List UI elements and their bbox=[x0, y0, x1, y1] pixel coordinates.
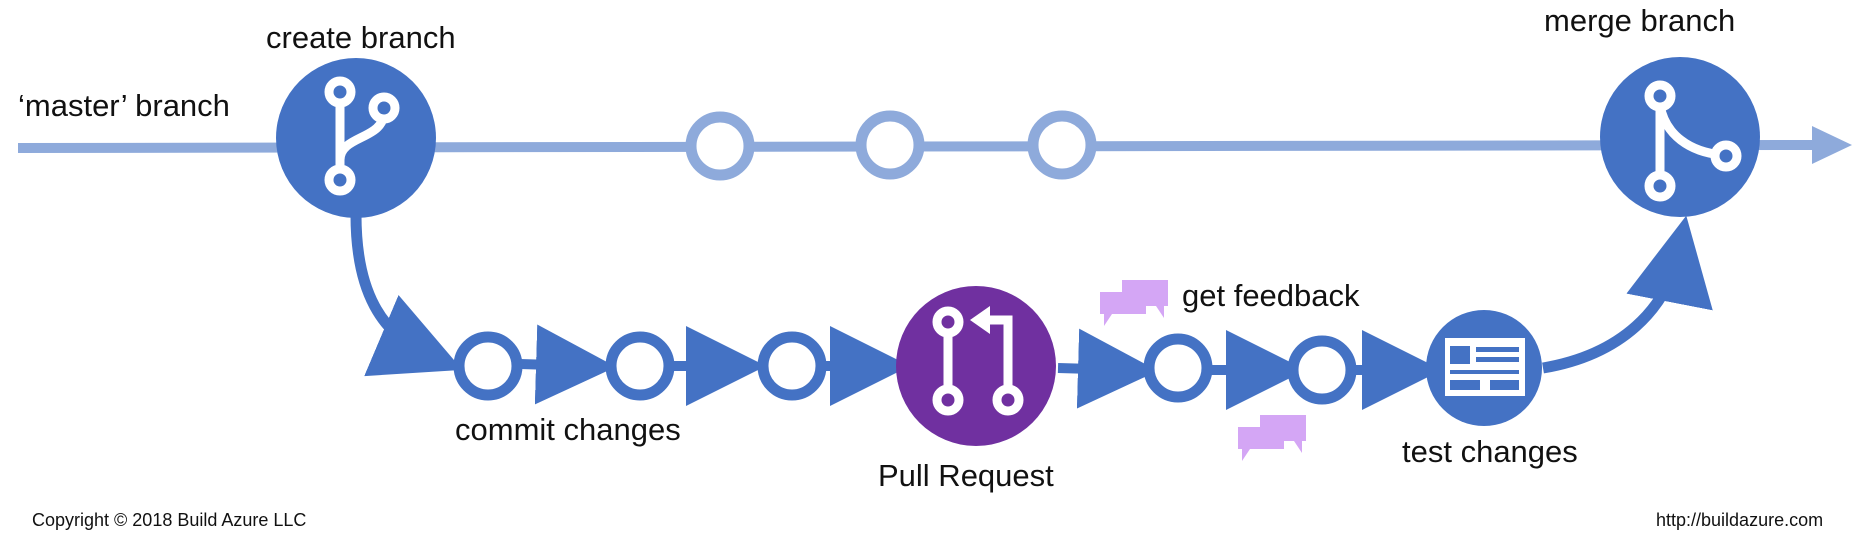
branch-off-connector bbox=[350, 214, 463, 377]
merge-branch-label: merge branch bbox=[1544, 3, 1736, 38]
feature-branch-connector bbox=[1057, 328, 1158, 409]
git-merge-icon bbox=[1644, 80, 1742, 202]
commit-changes-label: commit changes bbox=[455, 412, 681, 447]
pull-request-icon bbox=[932, 306, 1024, 416]
chat-bubbles-icon bbox=[1100, 280, 1168, 326]
feature-commit-node bbox=[757, 331, 827, 401]
master-commit-node bbox=[855, 110, 925, 180]
create-branch-label: create branch bbox=[266, 20, 456, 55]
chat-bubbles-icon bbox=[1238, 415, 1306, 461]
feature-commit-node bbox=[453, 331, 523, 401]
master-branch-label: ‘master’ branch bbox=[18, 88, 230, 123]
git-branch-icon bbox=[324, 76, 400, 196]
test-changes-node bbox=[1426, 310, 1542, 426]
test-changes-label: test changes bbox=[1402, 434, 1578, 469]
browser-window-icon bbox=[1445, 338, 1525, 396]
feature-commit-node bbox=[605, 331, 675, 401]
master-branch-arrowhead bbox=[1812, 126, 1852, 164]
pull-request-node bbox=[896, 286, 1056, 446]
copyright-text: Copyright © 2018 Build Azure LLC bbox=[32, 510, 307, 530]
site-url: http://buildazure.com bbox=[1656, 510, 1824, 530]
feature-commit-node bbox=[1143, 333, 1213, 403]
pull-request-label: Pull Request bbox=[878, 458, 1054, 493]
merge-branch-node bbox=[1600, 57, 1760, 217]
merge-connector bbox=[1542, 215, 1713, 374]
feature-branch-connector bbox=[519, 324, 616, 405]
get-feedback-label: get feedback bbox=[1182, 278, 1360, 313]
create-branch-node bbox=[276, 58, 436, 218]
master-commit-node bbox=[1027, 110, 1097, 180]
feature-commit-node bbox=[1287, 335, 1357, 405]
master-commit-node bbox=[685, 111, 755, 181]
